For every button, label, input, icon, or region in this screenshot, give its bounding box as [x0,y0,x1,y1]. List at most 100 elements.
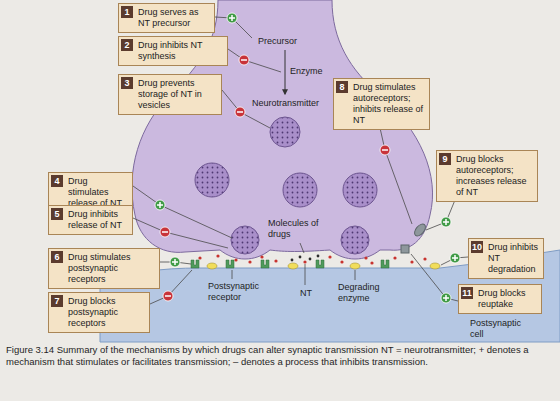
part-label: Enzyme [290,66,323,77]
part-label: Postsynaptic receptor [208,281,266,303]
leader-line [133,186,232,238]
leader-line [232,270,233,279]
nt-dot [370,261,373,264]
plus-circle [441,293,451,303]
figure-caption: Figure 3.14 Summary of the mechanisms by… [6,344,552,367]
callout-text: Drug stimulates postsynaptic receptors [68,252,155,285]
reuptake-transporter [401,245,409,253]
callout-text: Drug blocks reuptake [478,288,537,310]
callout-number: 4 [51,175,63,187]
nt-dot [423,257,426,260]
receptor [261,260,269,268]
plus-mark [443,295,449,301]
leader-line [228,49,281,72]
docked-vesicle [341,226,369,254]
callout-box: 1Drug serves as NT precursor [118,3,215,33]
minus-symbol [380,145,390,155]
nt-dot [364,256,367,259]
leader-line [300,243,304,253]
enzyme [350,263,360,269]
receptor [226,260,234,268]
receptor [381,260,389,268]
nt-dot [393,256,396,259]
callout-box: 7 Drug blocks postsynaptic receptors [48,292,150,333]
plus-circle [170,257,180,267]
plus-mark [229,15,235,21]
callout-number: 1 [121,6,133,18]
receptor [191,260,199,268]
callout-text: Drug inhibits release of NT [68,209,128,231]
leader-line [133,218,228,248]
receptor [316,260,324,268]
callout-text: Drug stimulates autoreceptors; inhibits … [353,82,425,126]
minus-mark [382,149,388,151]
docked-vesicle [231,226,259,254]
nt-dot [274,259,277,262]
minus-symbol [163,291,173,301]
leader-line [380,128,412,224]
minus-symbol [160,227,170,237]
plus-symbol [450,253,460,263]
leader-line [355,270,356,280]
plus-symbol [170,257,180,267]
callout-box: 11 Drug blocks reuptake [458,284,542,314]
callout-box: 3Drug prevents storage of NT in vesicles [118,74,222,115]
callout-box: 9 Drug blocks autoreceptors; increases re… [436,150,538,202]
enzyme [207,263,217,269]
synthesis-arrow [285,50,286,94]
callout-number: 9 [439,153,451,165]
plus-symbol [227,13,237,23]
nt-dot [328,255,331,258]
minus-mark [162,231,168,233]
nt-molecules [198,254,426,264]
minus-circle [380,145,390,155]
nt-dot [248,260,251,263]
drug-dot [317,255,320,258]
leader-line [426,200,455,230]
part-label: Molecules of drugs [268,218,320,240]
callout-number: 11 [461,287,473,299]
part-label: Precursor [258,36,297,47]
plus-circle [450,253,460,263]
callout-box: 8 Drug stimulates autoreceptors; inhibits… [333,78,430,130]
drug-molecules [291,255,320,262]
drug-dot [309,258,312,261]
nt-dot [260,255,263,258]
drug-dot [291,259,294,262]
vesicle [343,173,377,207]
minus-circle [160,227,170,237]
callout-number: 2 [121,39,133,51]
vesicle [270,117,300,147]
plus-mark [157,202,163,208]
part-label: Neurotransmitter [252,98,319,109]
callout-box: 10Drug inhibits NT degradation [468,238,544,279]
callout-number: 6 [51,251,63,263]
callout-number: 7 [51,295,63,307]
callout-box: 2Drug inhibits NT synthesis [118,36,228,66]
part-label: NT [300,288,312,299]
callout-text: Drug prevents storage of NT in vesicles [138,78,217,111]
callout-number: 8 [336,81,348,93]
callout-text: Drug blocks postsynaptic receptors [68,296,145,329]
callout-text: Drug blocks autoreceptors; increases rel… [456,154,533,198]
minus-mark [165,295,171,297]
vesicle [283,173,317,207]
enzyme [288,263,298,269]
callout-number: 5 [51,208,63,220]
degrading-enzymes [207,263,440,269]
plus-mark [443,219,449,225]
nt-dot [410,260,413,263]
callout-box: 6 Drug stimulates postsynaptic receptors [48,248,160,289]
plus-symbol [441,293,451,303]
plus-circle [441,217,451,227]
callout-text: Drug inhibits NT degradation [488,242,539,275]
nt-dot [234,258,237,261]
callout-box: 5 Drug inhibits release of NT [48,205,133,235]
minus-circle [239,55,249,65]
minus-circle [163,291,173,301]
drug-dot [299,256,302,259]
part-label: Postsynaptic cell [470,318,532,340]
part-label: Degrading enzyme [338,282,388,304]
plus-symbol [441,217,451,227]
